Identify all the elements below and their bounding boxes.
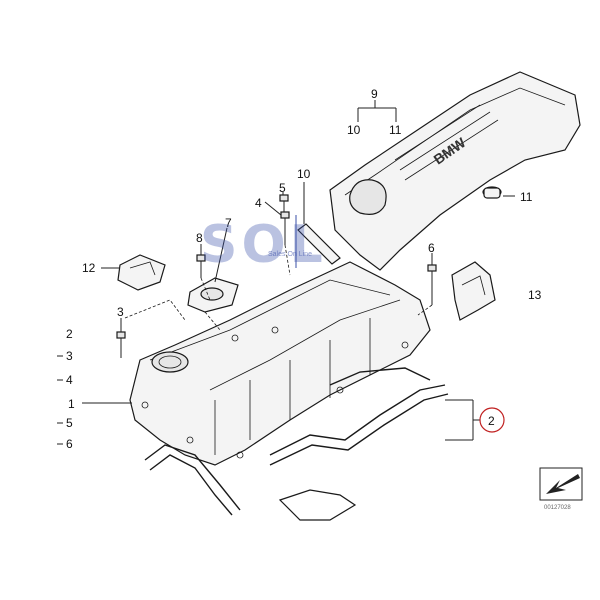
- label-7: 7: [225, 216, 232, 230]
- label-10-cover: 10: [347, 123, 361, 137]
- cap-part: [117, 254, 166, 291]
- strip-part: [297, 223, 341, 265]
- bolt-part-3: [116, 331, 126, 358]
- label-2: 2: [488, 414, 495, 428]
- label-6: 6: [428, 241, 435, 255]
- figure-id: 00127028: [544, 505, 571, 511]
- valve-cover: [129, 261, 431, 466]
- label-4-side: 4: [66, 373, 73, 387]
- label-9: 9: [371, 87, 378, 101]
- grommet-part: [482, 186, 515, 199]
- label-5-side: 5: [66, 416, 73, 430]
- watermark-subtext: Sales On Line: [268, 251, 312, 258]
- label-11-cover: 11: [389, 123, 402, 137]
- watermark-logo: SOL Sales On Line: [200, 215, 327, 275]
- direction-arrow-icon: [539, 467, 583, 501]
- label-11: 11: [520, 190, 533, 204]
- watermark-text: SOL: [200, 215, 327, 275]
- bracket-part: [451, 261, 496, 321]
- label-8: 8: [196, 231, 203, 245]
- callout-circle-2: [479, 407, 505, 433]
- gasket-set: [144, 367, 449, 521]
- label-12: 12: [82, 261, 96, 275]
- label-3-side: 3: [66, 349, 73, 363]
- flange-part: [187, 277, 239, 313]
- label-13: 13: [528, 288, 542, 302]
- label-4: 4: [255, 196, 262, 210]
- label-10: 10: [297, 167, 311, 181]
- bolt-part-6: [427, 264, 437, 305]
- label-2-side: 2: [66, 327, 73, 341]
- label-1: 1: [68, 397, 75, 411]
- label-6-side: 6: [66, 437, 73, 451]
- bolt-part-5: [279, 194, 289, 212]
- label-5: 5: [279, 181, 286, 195]
- label-3: 3: [117, 305, 124, 319]
- leader-lines: [57, 100, 480, 445]
- engine-cover: BMW: [329, 71, 581, 271]
